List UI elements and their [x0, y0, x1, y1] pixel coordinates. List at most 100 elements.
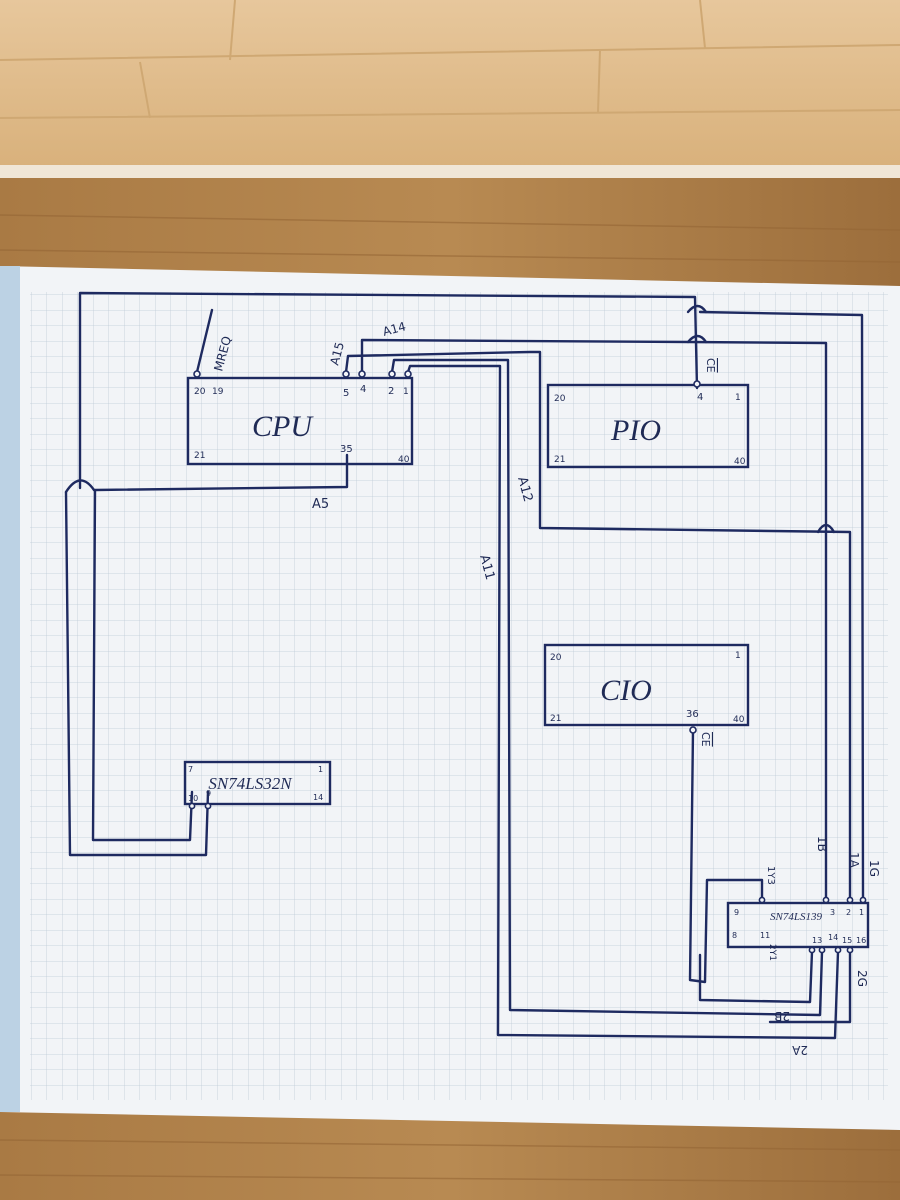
label-2y1: 2Y1	[767, 944, 777, 961]
cio-body	[543, 643, 750, 727]
sn139-pin-dot	[859, 896, 867, 904]
desk-grain	[0, 214, 900, 1183]
wire-ce-cio	[688, 728, 764, 984]
sn139-pin-13: 13	[812, 936, 822, 945]
crossings	[64, 304, 836, 534]
sn139-pin-9: 9	[734, 908, 739, 917]
crossing-pio-2	[686, 334, 708, 344]
sn139-pin-15: 15	[842, 936, 852, 945]
label-a11: A11	[476, 553, 497, 581]
label-1y3: 1Y3	[765, 866, 776, 885]
wires	[64, 291, 865, 1040]
label-1g: 1G	[867, 860, 881, 877]
sn32-body	[183, 760, 332, 806]
sn32-name: SN74LS32N	[208, 774, 293, 793]
crossing-pio-1	[686, 304, 708, 314]
sn32-pin-10: 10	[188, 794, 198, 803]
sn32-pin-1: 1	[318, 765, 323, 774]
wire-a11	[406, 364, 840, 1040]
floor	[0, 0, 900, 175]
wire-mreq	[195, 308, 214, 374]
label-a15: A15	[327, 340, 347, 366]
pio-pin-21: 21	[554, 455, 565, 465]
sn139-name: SN74LS139	[770, 911, 822, 923]
sn32-pin-9: 9	[206, 789, 211, 798]
label-1a: 1A	[847, 852, 861, 869]
pio-chip: PIO 20 21 4 1 40	[546, 380, 750, 469]
cpu-chip: CPU 20 21 19 35 5 4 2 1 40	[186, 370, 414, 466]
sn139-pin-3: 3	[830, 908, 835, 917]
cpu-pin-4: 4	[360, 384, 366, 395]
crossing-right	[816, 523, 836, 534]
cpu-pin-19: 19	[212, 387, 224, 397]
wire-2g	[768, 950, 852, 1024]
pio-pin-40: 40	[734, 457, 746, 467]
graph-paper	[0, 266, 900, 1130]
cio-pin-dot	[689, 726, 697, 734]
sn139-pin-dot	[834, 946, 842, 954]
sn32-pin-dot	[188, 802, 196, 810]
wire-139-loop	[698, 950, 814, 1004]
pio-name: PIO	[610, 414, 661, 447]
wire-a12	[390, 358, 824, 1017]
label-ce-pio: CE	[704, 358, 717, 373]
cio-name: CIO	[600, 674, 652, 707]
sn139-pin-2: 2	[846, 908, 851, 917]
pio-body	[546, 383, 750, 469]
cio-pin-21: 21	[550, 714, 561, 724]
cpu-pin-21: 21	[194, 451, 205, 461]
sn32-pin-14: 14	[313, 793, 323, 802]
cpu-pin-35: 35	[340, 444, 353, 455]
sn139-body	[726, 901, 870, 949]
pio-pin-dot	[693, 380, 701, 388]
cpu-pin-dot	[358, 370, 366, 378]
cpu-pin-dot	[342, 370, 350, 378]
label-2g: 2G	[855, 970, 869, 987]
label-2a: 2A	[791, 1043, 808, 1057]
crossing-left	[64, 479, 96, 494]
cpu-pin-dot	[193, 370, 201, 378]
cpu-name: CPU	[252, 410, 314, 443]
pio-pin-1: 1	[735, 393, 741, 403]
sn74ls139-chip: SN74LS139 8 9 11 3 2 1 13 14 15 16	[726, 896, 870, 954]
cpu-pin-dot	[404, 370, 412, 378]
sn32-pin-dot	[204, 802, 212, 810]
cpu-pin-20: 20	[194, 387, 206, 397]
pio-pin-20: 20	[554, 394, 566, 404]
sn139-pin-16: 16	[856, 936, 866, 945]
desk-edge	[0, 165, 900, 179]
sn139-pin-dot	[846, 946, 854, 954]
cio-pin-36: 36	[686, 709, 699, 720]
wire-a14	[360, 338, 828, 900]
wire-a5	[91, 453, 349, 842]
wire-left-bus	[64, 490, 210, 857]
sn139-pin-dot	[758, 896, 766, 904]
cpu-body	[186, 376, 414, 466]
sn139-pin-8: 8	[732, 931, 737, 940]
cpu-pin-1: 1	[403, 387, 409, 397]
label-a12: A12	[514, 475, 535, 503]
sn32-pin-7: 7	[188, 765, 193, 774]
sn139-pin-14: 14	[828, 933, 838, 942]
floor-planks	[0, 0, 900, 119]
signal-labels: MREQ A15 A14 A5 A12 A11 CE CE 1G 1A 1B 1…	[211, 319, 881, 1057]
sn139-pin-dot	[846, 896, 854, 904]
sn139-pin-dot	[822, 896, 830, 904]
cio-chip: CIO 20 21 36 1 40	[543, 643, 750, 734]
sn74ls32n-chip: SN74LS32N 7 10 9 1 14	[183, 760, 332, 810]
pio-pin-4: 4	[697, 392, 703, 403]
label-1b: 1B	[815, 836, 829, 852]
wire-1g	[698, 310, 865, 900]
cpu-pin-40: 40	[398, 455, 410, 465]
cio-pin-20: 20	[550, 653, 562, 663]
label-a14: A14	[381, 319, 407, 339]
cio-pin-40: 40	[733, 715, 745, 725]
cpu-pin-2: 2	[388, 386, 394, 397]
cpu-pin-dot	[388, 370, 396, 378]
sn139-pin-dot	[808, 946, 816, 954]
sn139-pin-1: 1	[859, 908, 864, 917]
wire-a15	[344, 350, 852, 900]
label-a5: A5	[312, 497, 329, 512]
cio-pin-1: 1	[735, 651, 741, 661]
